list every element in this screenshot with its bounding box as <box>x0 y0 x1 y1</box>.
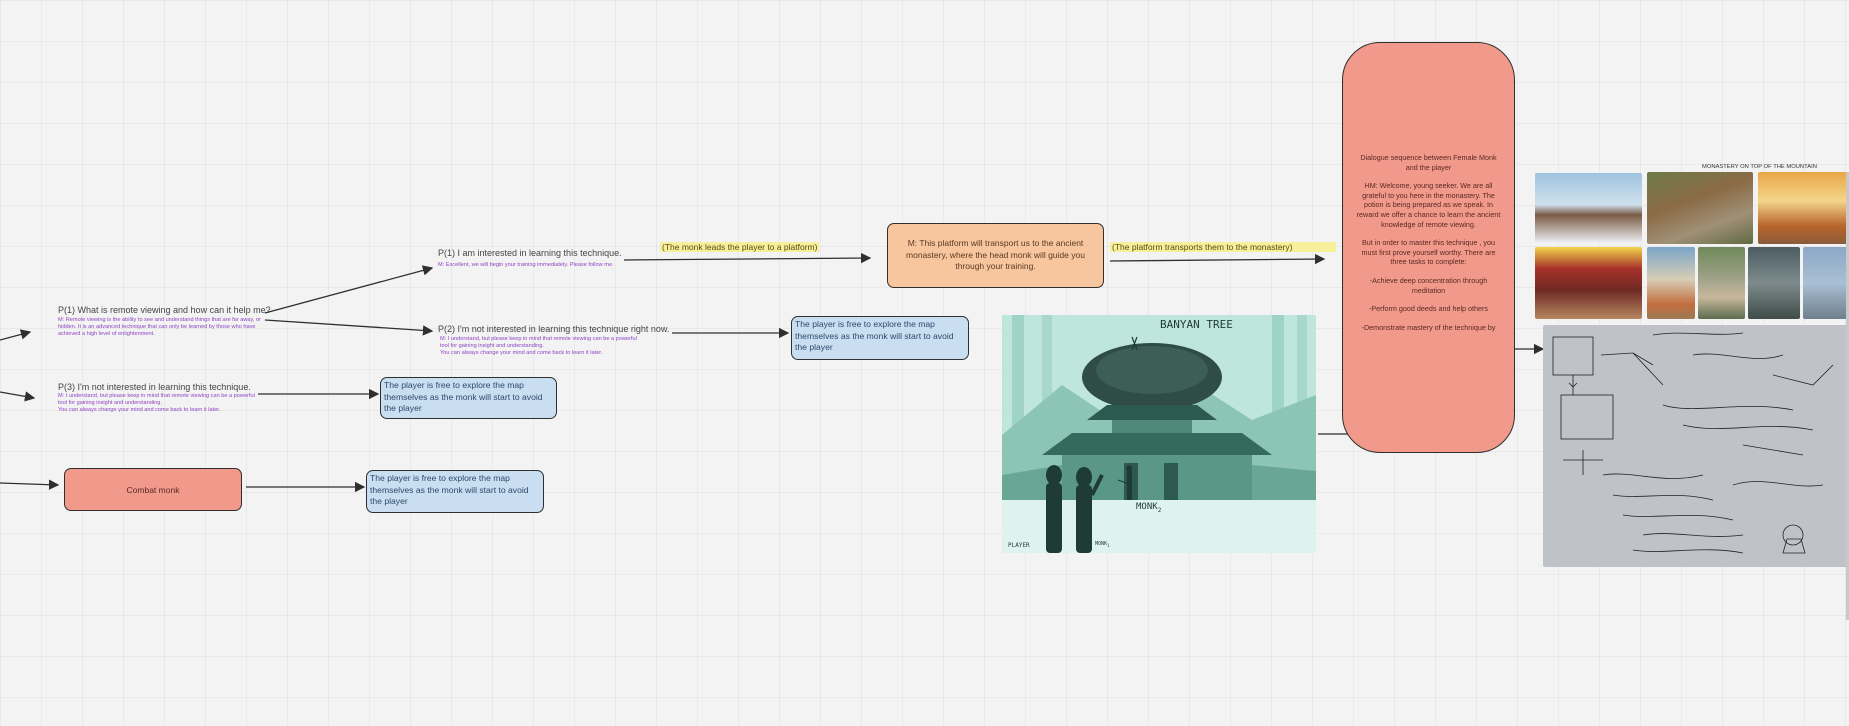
dialogue-tasks: But in order to master this technique , … <box>1361 238 1496 267</box>
dialogue-intro: Dialogue sequence between Female Monk an… <box>1360 153 1497 172</box>
dialogue-head-monk: HM: Welcome, young seeker. We are all gr… <box>1356 181 1501 229</box>
concept-art-sketch: BANYAN TREE MONK2 PLAYER MONK1 <box>1002 315 1316 553</box>
arrow-platform-to-dialogue <box>1109 253 1326 265</box>
p1-remote-reply: M: Remote viewing is the ability to see … <box>58 317 261 338</box>
arrow-offscreen-to-combat <box>0 479 60 490</box>
canvas-edge-scrollbar[interactable] <box>1846 172 1849 620</box>
sketch-map-drawing <box>1552 332 1834 554</box>
arrow-p1-to-not-now <box>264 319 434 336</box>
concept-label-banyan: BANYAN TREE <box>1160 318 1233 331</box>
p2-not-now-question[interactable]: P(2) I'm not interested in learning this… <box>438 324 670 334</box>
arrow-offscreen-to-p3 <box>0 391 36 402</box>
monastery-photo-gold <box>1758 172 1849 244</box>
p3-not-interested-question[interactable]: P(3) I'm not interested in learning this… <box>58 382 251 392</box>
monastery-photo-mountain <box>1748 247 1800 319</box>
dialogue-task-3: -Demonstrate mastery of the technique by <box>1361 322 1496 332</box>
concept-label-player: PLAYER <box>1008 542 1030 549</box>
monastery-photo-snow <box>1535 173 1642 243</box>
monastery-photo-cliff <box>1647 172 1753 244</box>
label-monk-leads: (The monk leads the player to a platform… <box>660 242 820 252</box>
platform-node[interactable]: M: This platform will transport us to th… <box>887 223 1104 288</box>
p2-reply: M: I understand, but please keep in mind… <box>440 336 640 358</box>
moodboard-title: MONASTERY ON TOP OF THE MOUNTAIN <box>1702 164 1817 170</box>
p2-reply-line-2: You can always change your mind and come… <box>440 350 603 357</box>
concept-art-drawing <box>1002 315 1316 553</box>
free-explore-node-combat[interactable]: The player is free to explore the map th… <box>366 470 544 513</box>
monastery-photo-hill <box>1698 247 1745 319</box>
free-explore-node-p2[interactable]: The player is free to explore the map th… <box>791 316 969 360</box>
free-explore-node-p3[interactable]: The player is free to explore the map th… <box>380 377 557 419</box>
sketch-map-image <box>1543 325 1849 567</box>
dialogue-task-2: -Perform good deeds and help others <box>1368 304 1489 314</box>
monastery-photo-red <box>1535 247 1642 319</box>
p3-reply-line-1: M: I understand, but please keep in mind… <box>58 393 255 407</box>
monastery-photo-stupa <box>1647 247 1695 319</box>
arrow-p1-to-learn <box>264 265 434 314</box>
p1-learn-question[interactable]: P(1) I am interested in learning this te… <box>438 248 622 258</box>
arrow-learn-to-platform <box>623 252 872 264</box>
monastery-photo-peak <box>1803 247 1849 319</box>
p3-reply: M: I understand, but please keep in mind… <box>58 393 258 415</box>
p1-learn-reply: M: Excellent, we will begin your trainin… <box>438 262 614 268</box>
dialogue-task-1: -Achieve deep concentration through medi… <box>1369 275 1488 295</box>
label-platform-transports: (The platform transports them to the mon… <box>1110 242 1336 252</box>
p3-reply-line-2: You can always change your mind and come… <box>58 407 221 414</box>
arrow-offscreen-to-p1 <box>0 329 32 341</box>
concept-label-monk1: MONK1 <box>1095 541 1110 548</box>
p1-remote-question[interactable]: P(1) What is remote viewing and how can … <box>58 305 271 315</box>
moodboard-photos <box>1535 172 1849 320</box>
concept-label-monk2: MONK2 <box>1136 502 1162 514</box>
dialogue-sequence-node[interactable]: Dialogue sequence between Female Monk an… <box>1342 42 1515 453</box>
combat-monk-node[interactable]: Combat monk <box>64 468 242 511</box>
combat-monk-label: Combat monk <box>126 484 180 495</box>
p2-reply-line-1: M: I understand, but please keep in mind… <box>440 336 637 350</box>
